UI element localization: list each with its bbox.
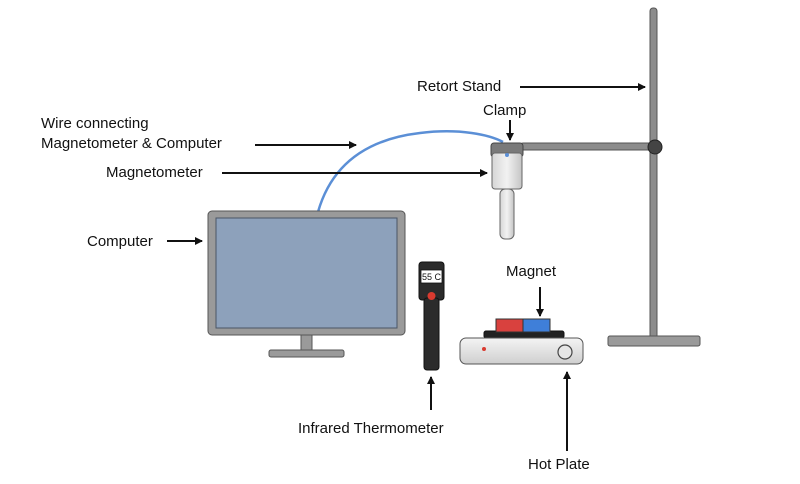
infrared-thermometer: 55 C [418,261,445,371]
monitor-screen [215,217,398,329]
thermometer-button [427,292,436,300]
retort-stand-rod [649,7,658,341]
retort-stand [519,7,701,347]
retort-stand-base [607,335,701,347]
clamp-boss-head [647,139,663,155]
hot-plate-body [459,337,584,365]
thermometer-display [420,269,443,284]
label-computer: Computer [87,233,153,250]
magnetometer-head [491,152,523,190]
hot-plate [459,330,584,365]
hot-plate-knob [557,344,573,360]
hot-plate-indicator-light [482,347,486,351]
label-retort-stand: Retort Stand [417,78,502,95]
label-hot-plate: Hot Plate [528,456,590,473]
computer [207,210,406,358]
label-wire-line1: Wire connecting [41,115,149,132]
monitor-base [268,349,345,358]
wire [316,130,504,213]
thermometer-readout: 55 C [422,272,442,282]
label-infrared-thermometer: Infrared Thermometer [298,420,444,437]
magnet [495,318,551,333]
label-clamp: Clamp [483,102,527,119]
magnet-south [522,318,551,333]
magnet-north [495,318,524,333]
magnetometer [490,142,524,240]
clamp-arm [519,142,655,151]
magnetometer-indicator [505,153,509,157]
magnetometer-probe [499,188,515,240]
thermometer-handle [423,297,440,371]
label-magnet: Magnet [506,263,557,280]
monitor-neck [300,334,313,352]
label-magnetometer: Magnetometer [106,164,203,181]
annotation-arrows [167,83,646,451]
label-wire-line2: Magnetometer & Computer [41,135,222,152]
